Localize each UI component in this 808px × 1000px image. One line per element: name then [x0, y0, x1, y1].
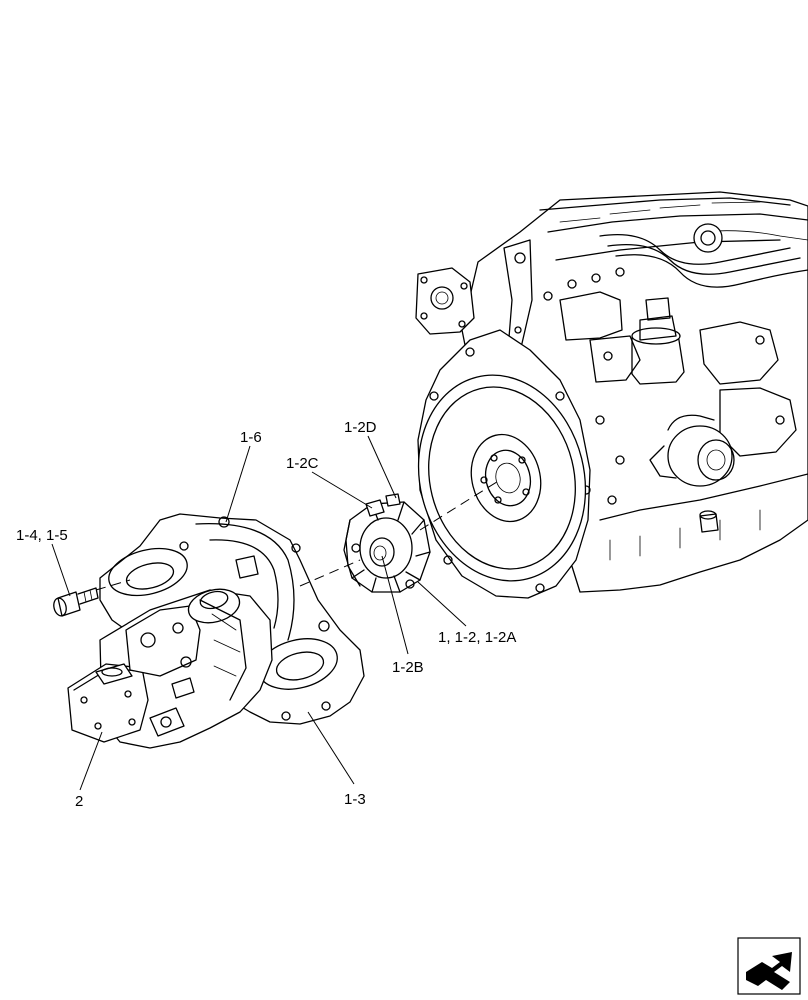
assembly-lines — [95, 479, 501, 591]
callouts: 1-6 1-2D 1-2C 1-4, 1-5 1, 1-2, 1-2A 1-2B… — [16, 419, 516, 810]
leader-lines — [51, 435, 467, 791]
callout-2: 2 — [75, 793, 83, 810]
callout-1-4-1-5: 1-4, 1-5 — [16, 527, 68, 544]
callout-1-2c: 1-2C — [286, 455, 319, 472]
engine-assembly — [415, 191, 808, 593]
hydraulic-pump — [67, 588, 273, 749]
callout-1-1-2-1-2a: 1, 1-2, 1-2A — [438, 629, 516, 646]
callout-1-2b: 1-2B — [392, 659, 424, 676]
cap-screw — [53, 587, 99, 617]
callout-1-3: 1-3 — [344, 791, 366, 808]
flywheel — [417, 374, 587, 582]
callout-1-2d: 1-2D — [344, 419, 377, 436]
callout-1-6: 1-6 — [240, 429, 262, 446]
next-page-arrow-icon[interactable] — [737, 937, 801, 995]
flexible-coupling — [343, 493, 431, 593]
